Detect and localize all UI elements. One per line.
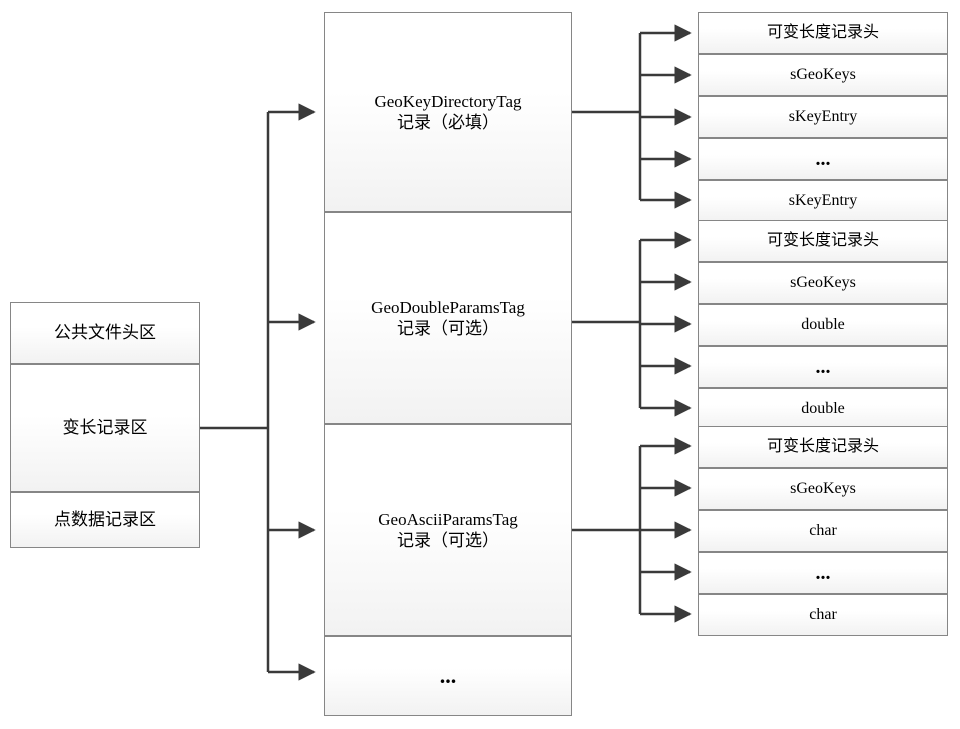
right-box-vlr-header-1: 可变长度记录头 <box>698 12 948 54</box>
right-box-ellipsis-1-label: ... <box>815 147 831 170</box>
mid-box-geoasciiparamstag-line2: 记录（可选） <box>397 531 499 550</box>
right-box-sgeokeys-3: sGeoKeys <box>698 468 948 510</box>
mid-box-geodoubleparamstag-line2: 记录（可选） <box>397 319 499 338</box>
right-box-sgeokeys-1: sGeoKeys <box>698 54 948 96</box>
right-box-char-first-label: char <box>809 522 837 539</box>
right-box-sgeokeys-1-label: sGeoKeys <box>790 66 856 83</box>
right-box-sgeokeys-3-label: sGeoKeys <box>790 480 856 497</box>
right-box-char-first: char <box>698 510 948 552</box>
right-box-ellipsis-3-label: ... <box>815 561 831 584</box>
right-box-ellipsis-2-label: ... <box>815 355 831 378</box>
right-box-vlr-header-3-label: 可变长度记录头 <box>766 438 879 455</box>
right-box-ellipsis-3: ... <box>698 552 948 594</box>
right-box-sgeokeys-2-label: sGeoKeys <box>790 274 856 291</box>
left-box-point-data: 点数据记录区 <box>10 492 200 548</box>
right-box-vlr-header-3: 可变长度记录头 <box>698 426 948 468</box>
right-box-skeyentry-first: sKeyEntry <box>698 96 948 138</box>
right-box-vlr-header-2-label: 可变长度记录头 <box>766 232 879 249</box>
right-box-vlr-header-1-label: 可变长度记录头 <box>766 24 879 41</box>
right-box-double-first-label: double <box>801 316 845 333</box>
right-box-skeyentry-last-label: sKeyEntry <box>788 192 858 209</box>
right-box-char-last: char <box>698 594 948 636</box>
right-box-skeyentry-last: sKeyEntry <box>698 180 948 222</box>
right-box-sgeokeys-2: sGeoKeys <box>698 262 948 304</box>
mid-box-more-label: ... <box>439 663 457 689</box>
mid-box-geodoubleparamstag-line1: GeoDoubleParamsTag <box>371 297 525 317</box>
right-box-double-first: double <box>698 304 948 346</box>
left-box-point-data-label: 点数据记录区 <box>54 510 156 530</box>
mid-box-more: ... <box>324 636 572 716</box>
mid-box-geokeydirectorytag: GeoKeyDirectoryTag 记录（必填） <box>324 12 572 212</box>
right-box-ellipsis-2: ... <box>698 346 948 388</box>
left-box-file-header-label: 公共文件头区 <box>54 323 156 343</box>
right-box-char-last-label: char <box>809 606 837 623</box>
right-box-ellipsis-1: ... <box>698 138 948 180</box>
left-box-vlr-label: 变长记录区 <box>62 418 148 438</box>
mid-box-geodoubleparamstag: GeoDoubleParamsTag 记录（可选） <box>324 212 572 424</box>
mid-box-geokeydirectorytag-line1: GeoKeyDirectoryTag <box>374 91 522 111</box>
mid-box-geoasciiparamstag-line1: GeoAsciiParamsTag <box>378 509 518 529</box>
right-box-skeyentry-first-label: sKeyEntry <box>788 108 858 125</box>
left-box-file-header: 公共文件头区 <box>10 302 200 364</box>
mid-box-geokeydirectorytag-line2: 记录（必填） <box>397 113 499 132</box>
right-box-double-last-label: double <box>801 400 845 417</box>
left-box-vlr: 变长记录区 <box>10 364 200 492</box>
right-box-vlr-header-2: 可变长度记录头 <box>698 220 948 262</box>
mid-box-geoasciiparamstag: GeoAsciiParamsTag 记录（可选） <box>324 424 572 636</box>
right-box-double-last: double <box>698 388 948 430</box>
